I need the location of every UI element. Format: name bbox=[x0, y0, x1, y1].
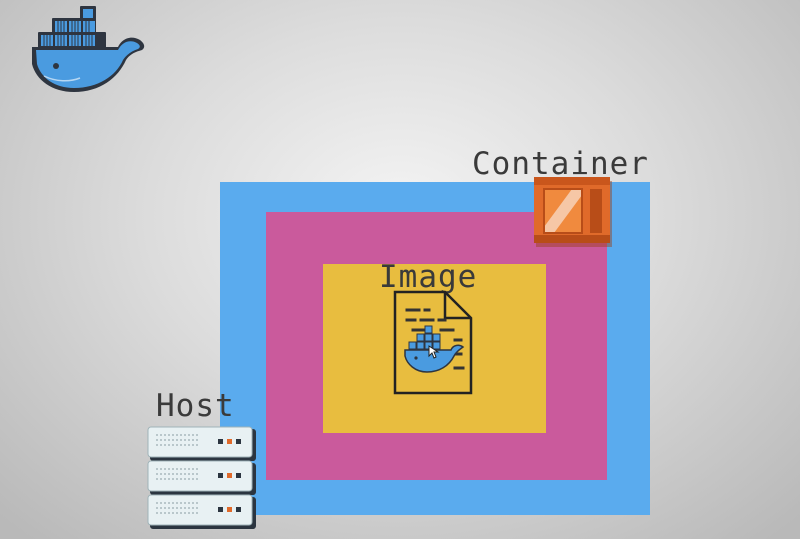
host-label: Host bbox=[156, 388, 235, 424]
container-box-icon bbox=[534, 177, 612, 247]
image-label: Image bbox=[379, 259, 478, 295]
server-rack-icon bbox=[147, 426, 256, 529]
container-label: Container bbox=[472, 146, 649, 182]
docker-whale-logo-icon bbox=[32, 6, 145, 92]
image-file-icon bbox=[393, 290, 473, 395]
